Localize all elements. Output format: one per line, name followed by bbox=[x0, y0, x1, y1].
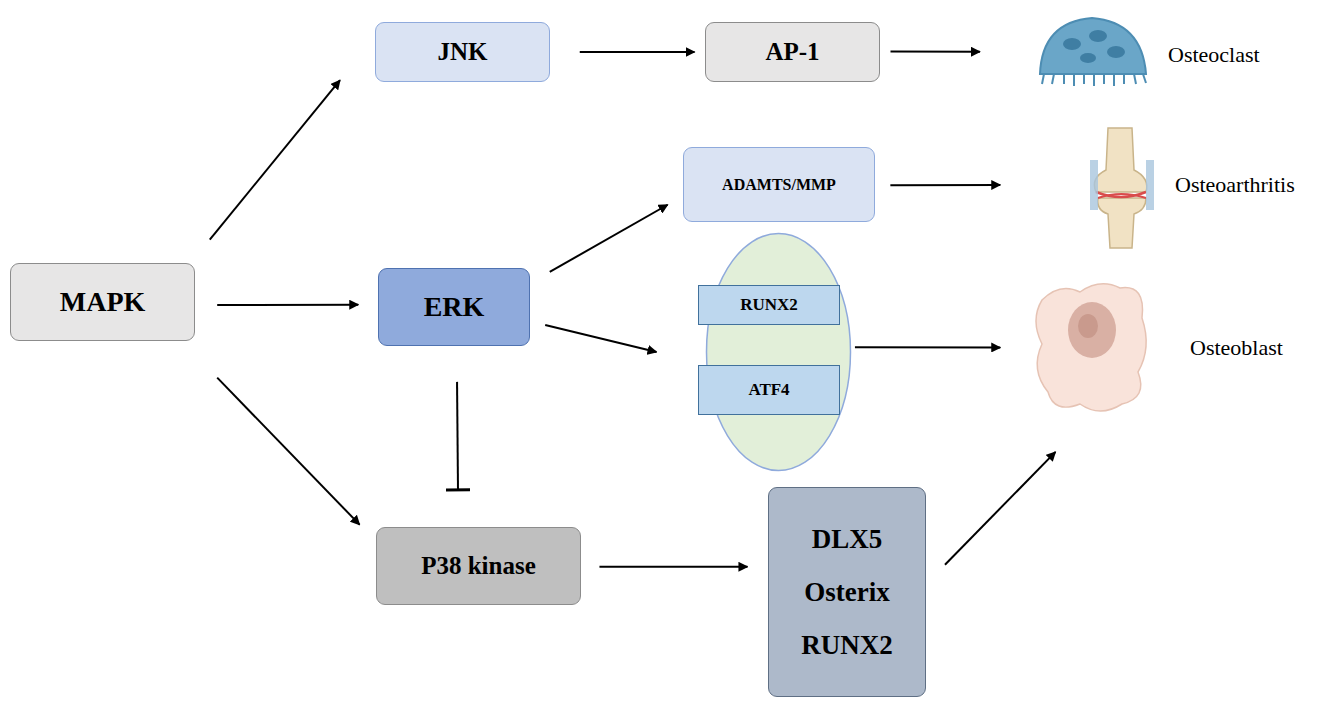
node-label: ATF4 bbox=[748, 380, 789, 400]
arrow-connector bbox=[210, 80, 340, 239]
arrow-connector bbox=[890, 184, 1000, 186]
figure-label: Osteoclast bbox=[1168, 42, 1260, 68]
process-box: AP-1 bbox=[705, 22, 880, 82]
process-box: MAPK bbox=[10, 263, 195, 341]
process-box: P38 kinase bbox=[376, 527, 581, 605]
osteoblast-node: Osteoblast bbox=[1010, 275, 1335, 420]
process-box: ADAMTS/MMP bbox=[683, 147, 875, 222]
osteoclast-figure bbox=[1040, 18, 1146, 86]
osteoblast-figure bbox=[1036, 284, 1146, 411]
node-label: RUNX2 bbox=[801, 630, 893, 661]
process-box: ERK bbox=[378, 268, 530, 346]
node-label: AP-1 bbox=[765, 38, 819, 66]
osteoarthritis-node: Osteoarthritis bbox=[1010, 125, 1335, 250]
figure-label: Osteoarthritis bbox=[1175, 172, 1295, 198]
knee-figure bbox=[1090, 128, 1154, 248]
node-label: MAPK bbox=[60, 286, 146, 318]
node-label: P38 kinase bbox=[421, 552, 536, 580]
factor-box: ATF4 bbox=[698, 365, 840, 415]
ellipse-outline bbox=[705, 232, 852, 472]
arrow-connector bbox=[545, 325, 656, 352]
arrow-connector bbox=[217, 378, 359, 525]
arrow-connector bbox=[855, 346, 1000, 348]
node-label: ADAMTS/MMP bbox=[722, 176, 836, 194]
arrow-connector bbox=[945, 452, 1056, 565]
arrow-connector bbox=[217, 304, 358, 306]
factor-box: RUNX2 bbox=[698, 285, 840, 325]
arrow-connector bbox=[580, 51, 695, 53]
node-label: RUNX2 bbox=[740, 295, 798, 315]
arrow-connector bbox=[550, 205, 668, 272]
osteoclast-node: Osteoclast bbox=[1000, 15, 1335, 90]
node-label: ERK bbox=[424, 291, 485, 323]
complex-ellipse: RUNX2ATF4 bbox=[705, 232, 852, 472]
node-label: Osterix bbox=[804, 577, 889, 608]
factor-box: DLX5OsterixRUNX2 bbox=[768, 487, 926, 697]
figure-label: Osteoblast bbox=[1190, 335, 1283, 361]
node-label: DLX5 bbox=[812, 524, 883, 555]
inhibition-connector bbox=[456, 382, 459, 490]
node-label: JNK bbox=[438, 38, 488, 66]
process-box: JNK bbox=[375, 22, 550, 82]
arrow-connector bbox=[599, 566, 747, 568]
arrow-connector bbox=[891, 50, 980, 52]
